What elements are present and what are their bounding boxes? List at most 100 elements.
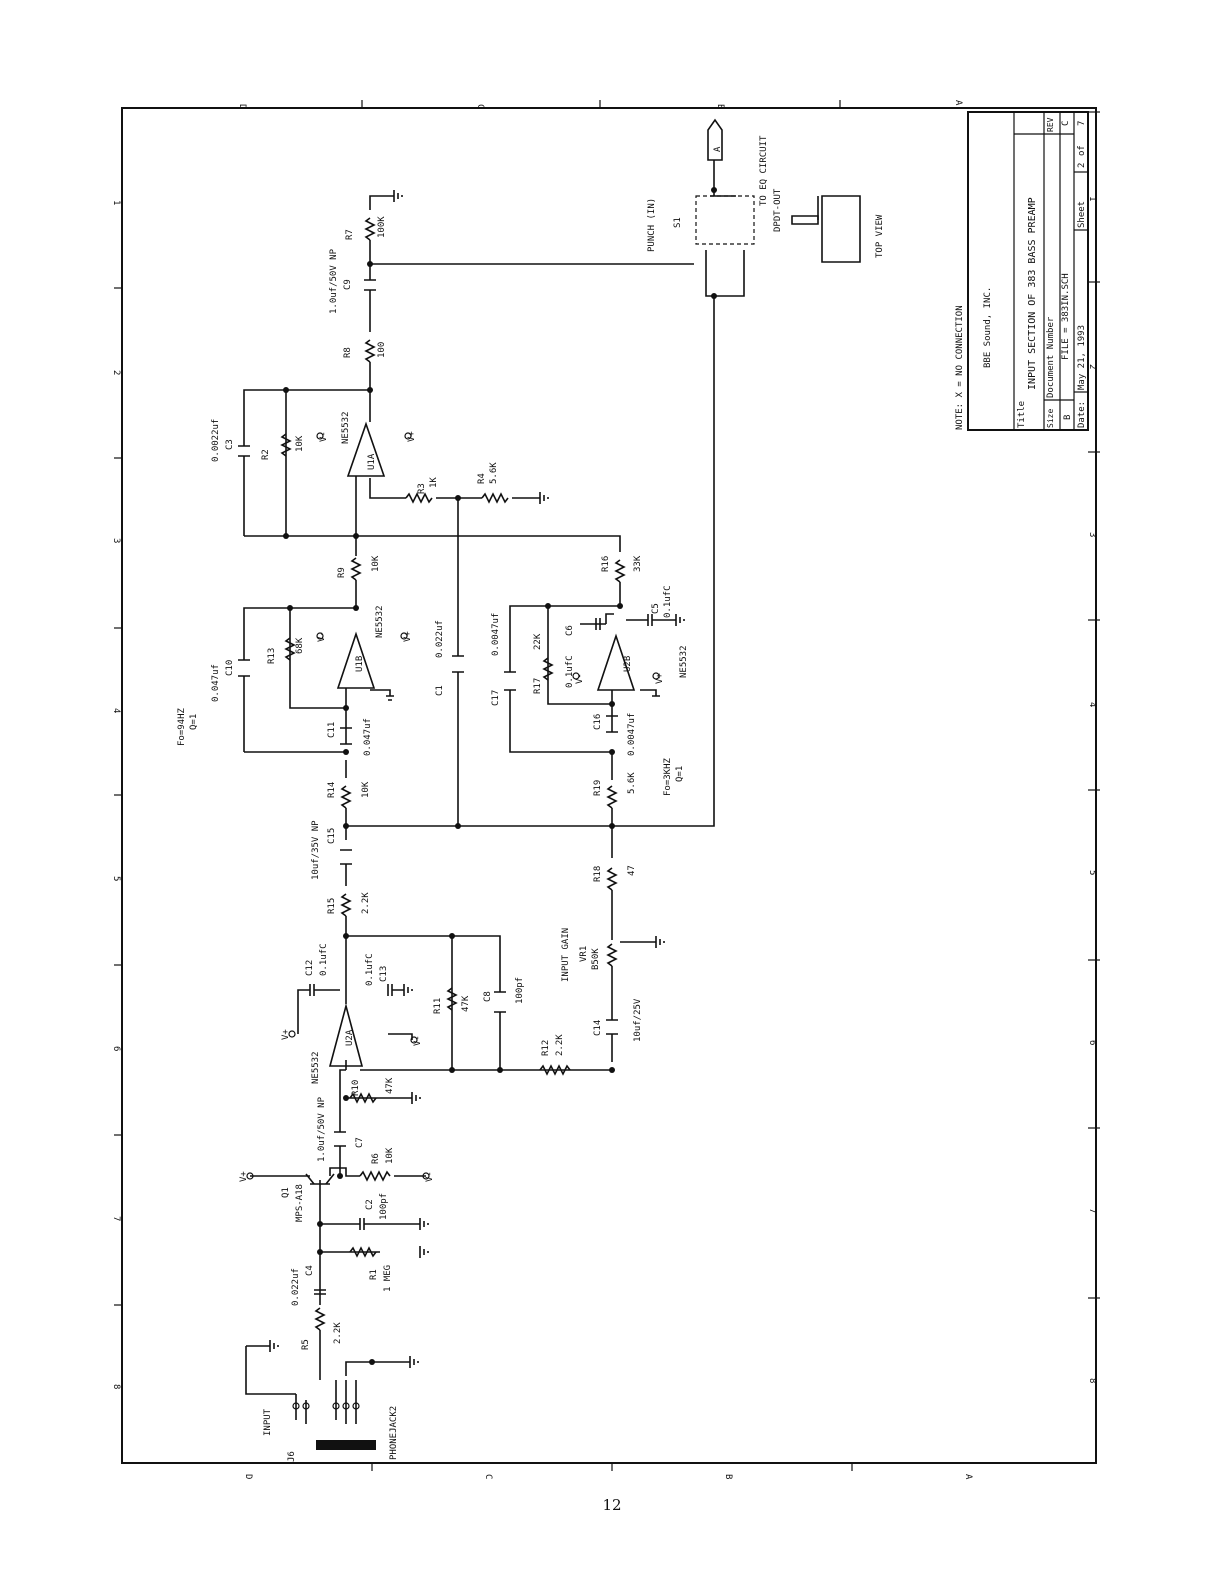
- label-r13: R13: [267, 648, 277, 664]
- label-r16: R16: [601, 556, 611, 572]
- label-r10-value: 47K: [385, 1077, 395, 1094]
- label-r19: R19: [593, 780, 603, 796]
- zone-number-left-6: 6: [111, 1046, 121, 1051]
- label-r15: R15: [327, 898, 337, 914]
- date-label: Date:: [1077, 401, 1087, 428]
- label-r1-value: 1 MEG: [383, 1265, 393, 1292]
- zone-letter-top-b: B: [715, 104, 725, 109]
- capacitor-c13: [387, 984, 404, 996]
- label-vplus-u2a: V+: [281, 1029, 291, 1040]
- sheet-number: 2: [1077, 163, 1087, 168]
- zone-number-left-4: 4: [111, 708, 121, 713]
- label-fo-94hz: Fo=94HZ: [177, 707, 187, 746]
- label-c2-value: 100pf: [379, 1193, 389, 1220]
- capacitor-c1: [452, 655, 464, 673]
- label-c16-value: 0.0047uf: [627, 713, 637, 756]
- label-r17: R17: [533, 678, 543, 694]
- sheet-label: Sheet: [1077, 201, 1087, 228]
- sheet-title: INPUT SECTION OF 383 BASS PREAMP: [1027, 197, 1038, 390]
- zone-letter-bottom-d: D: [243, 1474, 253, 1479]
- label-vplus-q1: V+: [239, 1171, 249, 1182]
- label-u1b: U1B: [355, 656, 365, 672]
- resistor-r7: [364, 217, 376, 241]
- resistor-r17: [542, 657, 554, 681]
- zone-number-right-8: 8: [1087, 1378, 1097, 1383]
- q1-transistor: [305, 1173, 335, 1185]
- sheet-border: [121, 107, 1097, 1464]
- label-c5: C5: [651, 603, 661, 614]
- zone-number-right-7: 7: [1087, 1208, 1097, 1213]
- resistor-r3: [405, 492, 433, 504]
- label-vplus-u1b: V+: [403, 631, 413, 642]
- resistor-r16: [614, 559, 626, 583]
- label-r1: R1: [369, 1269, 379, 1280]
- company-name: BBE Sound, INC.: [983, 287, 993, 368]
- zone-letter-bottom-a: A: [963, 1474, 973, 1480]
- resistor-r15: [340, 893, 352, 917]
- label-c14-value: 10uf/25V: [633, 998, 643, 1042]
- opamps: [328, 421, 636, 1067]
- label-c10: C10: [225, 660, 235, 676]
- label-c2: C2: [365, 1199, 375, 1210]
- label-s1: S1: [673, 217, 683, 228]
- note-no-connection: NOTE: X = NO CONNECTION: [955, 305, 965, 430]
- label-r4: R4: [477, 473, 487, 484]
- label-u2a-part: NE5532: [311, 1051, 321, 1084]
- label-r12: R12: [541, 1040, 551, 1056]
- zone-number-left-2: 2: [111, 370, 121, 375]
- label-r19-value: 5.6K: [627, 772, 637, 794]
- label-r12-value: 2.2K: [555, 1034, 565, 1056]
- label-r11: R11: [433, 998, 443, 1014]
- capacitor-c11: [340, 727, 352, 745]
- label-fo-3khz: Fo=3KHZ: [663, 757, 673, 796]
- rev-label: REV: [1046, 117, 1055, 132]
- zone-number-right-6: 6: [1087, 1040, 1097, 1045]
- label-r16-value: 33K: [633, 555, 643, 572]
- label-c8: C8: [483, 991, 493, 1002]
- capacitor-c16: [606, 715, 618, 733]
- label-c11-value: 0.047uf: [363, 718, 373, 756]
- label-vr1-value: B50K: [591, 948, 601, 970]
- resistor-r1: [349, 1246, 377, 1258]
- opamp-u2b: [596, 633, 636, 691]
- ground-symbols: [246, 190, 685, 1368]
- zone-number-left-8: 8: [111, 1384, 121, 1389]
- label-r11-value: 47K: [461, 995, 471, 1012]
- label-r13-value: 68K: [295, 637, 305, 654]
- label-vplus-u1a: V+: [407, 431, 417, 442]
- resistor-r10: [349, 1092, 377, 1104]
- label-dpdt-out: DPDT-OUT: [773, 188, 783, 232]
- label-c6-value: 0.1ufC: [565, 655, 575, 688]
- zone-number-right-1: 1: [1087, 196, 1097, 201]
- label-r2: R2: [261, 449, 271, 460]
- zone-number-right-3: 3: [1087, 532, 1097, 537]
- label-q-94hz: Q=1: [189, 714, 199, 730]
- resistor-r5: [314, 1307, 326, 1331]
- zone-number-left-1: 1: [111, 200, 121, 205]
- label-r4-value: 5.6K: [489, 462, 499, 484]
- resistor-r19: [606, 785, 618, 809]
- label-c13: C13: [379, 966, 389, 982]
- label-connector-a: A: [713, 146, 723, 152]
- capacitor-c12: [309, 984, 340, 996]
- label-c9: C9: [343, 279, 353, 290]
- resistors: [280, 217, 626, 1331]
- label-c1: C1: [435, 685, 445, 696]
- label-r14: R14: [327, 782, 337, 798]
- label-u2a: U2A: [345, 1029, 355, 1046]
- label-r9-value: 10K: [371, 555, 381, 572]
- label-c7-value: 1.0uf/50V NP: [317, 1096, 327, 1162]
- zone-letter-bottom-c: C: [483, 1474, 493, 1479]
- opamp-u1a: [346, 421, 386, 477]
- label-u2b-part: NE5532: [679, 645, 689, 678]
- rev-value: C: [1061, 121, 1071, 126]
- capacitors: [238, 279, 670, 1295]
- label-q1-part: MPS-A18: [295, 1184, 305, 1222]
- capacitor-c17: [504, 671, 516, 691]
- label-r15-value: 2.2K: [361, 892, 371, 914]
- label-c12-value: 0.1ufC: [319, 943, 329, 976]
- capacitor-c8: [494, 991, 506, 1013]
- label-r14-value: 10K: [361, 781, 371, 798]
- label-r7: R7: [345, 229, 355, 240]
- label-c14: C14: [593, 1020, 603, 1036]
